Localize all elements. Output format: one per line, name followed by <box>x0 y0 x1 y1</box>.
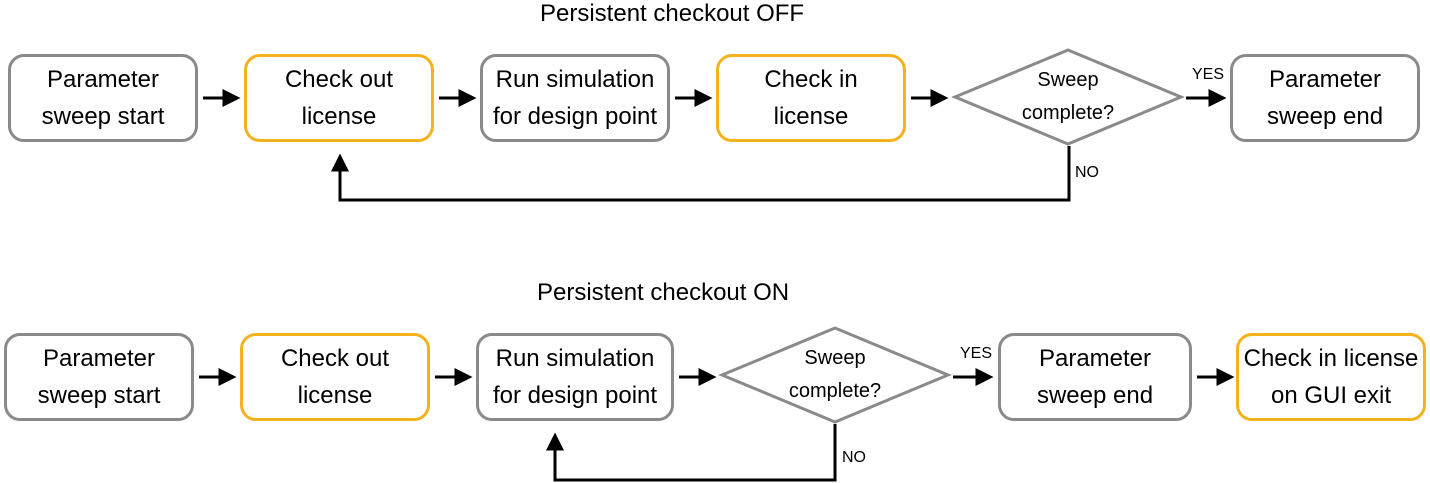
param-end-box-on: Parameter sweep end <box>998 333 1192 421</box>
check-out-box-on: Check out license <box>240 333 430 421</box>
run-sim-label-line2: for design point <box>492 103 658 130</box>
check-in-box-off: Check in license <box>716 54 906 142</box>
decision-label-line2: complete? <box>788 380 882 402</box>
check-out-box-off: Check out license <box>244 54 434 142</box>
run-sim-box-on: Run simulation for design point <box>476 333 674 421</box>
check-in-exit-label-line2: on GUI exit <box>1270 382 1392 409</box>
param-end-label-line1: Parameter <box>1268 66 1382 93</box>
check-in-exit-box-on: Check in license on GUI exit <box>1236 333 1426 421</box>
diagram-title-off: Persistent checkout OFF <box>540 0 805 27</box>
no-label-off: NO <box>1075 164 1099 181</box>
check-in-label-line1: Check in <box>764 66 858 93</box>
param-start-label-line2: sweep start <box>37 382 161 409</box>
param-start-box-on: Parameter sweep start <box>4 333 194 421</box>
check-out-label-line2: license <box>297 382 373 409</box>
arrow-off-loop <box>331 146 1071 202</box>
check-out-label-line1: Check out <box>284 66 394 93</box>
decision-label-line1: Sweep <box>804 347 866 369</box>
param-end-label-line2: sweep end <box>1036 382 1154 409</box>
yes-label-off: YES <box>1192 66 1225 83</box>
yes-label-on: YES <box>960 345 993 362</box>
run-sim-label-line2: for design point <box>492 382 658 409</box>
decision-label-line1: Sweep <box>1037 69 1099 91</box>
param-end-label-line2: sweep end <box>1266 103 1384 130</box>
check-in-exit-label-line1: Check in license <box>1243 345 1419 372</box>
arrow-on-loop <box>546 424 837 482</box>
run-sim-box-off: Run simulation for design point <box>480 54 670 142</box>
param-start-label-line2: sweep start <box>41 103 165 130</box>
decision-diamond-on <box>718 326 952 424</box>
param-end-label-line1: Parameter <box>1038 345 1152 372</box>
param-end-box-off: Parameter sweep end <box>1230 54 1420 142</box>
decision-label-on: Sweep complete? <box>775 342 895 408</box>
run-sim-label-line1: Run simulation <box>495 66 655 93</box>
decision-diamond-off <box>951 48 1185 146</box>
param-start-label-line1: Parameter <box>46 66 160 93</box>
decision-label-off: Sweep complete? <box>1008 64 1128 130</box>
diagram-title-on: Persistent checkout ON <box>537 279 790 306</box>
run-sim-label-line1: Run simulation <box>495 345 655 372</box>
param-start-box-off: Parameter sweep start <box>8 54 198 142</box>
no-label-on: NO <box>842 449 866 466</box>
check-out-label-line1: Check out <box>280 345 390 372</box>
decision-label-line2: complete? <box>1021 102 1115 124</box>
param-start-label-line1: Parameter <box>42 345 156 372</box>
check-in-label-line2: license <box>773 103 849 130</box>
check-out-label-line2: license <box>301 103 377 130</box>
